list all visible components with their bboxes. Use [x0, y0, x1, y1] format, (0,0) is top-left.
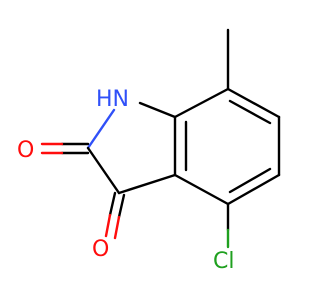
bond-c7-c6	[226, 87, 281, 119]
bond-c7a-n	[138, 101, 177, 119]
bond-c5-c4	[226, 173, 281, 206]
atom-label-cl: Cl	[213, 249, 234, 274]
atom-label-nh: HN	[96, 87, 129, 112]
molecule-structure: HN O O Cl	[17, 28, 281, 274]
bond-c5-c4-inner	[228, 167, 272, 194]
bond-c2-c3	[86, 146, 121, 195]
bond-c7a-c7	[173, 87, 230, 119]
bond-c3-c3a	[117, 173, 177, 195]
bond-c3-o-a-red	[104, 213, 112, 238]
atom-label-o-bottom: O	[92, 237, 109, 262]
bond-c4-c3a	[173, 173, 230, 206]
bond-c3-o-b-red	[113, 215, 121, 240]
bond-c3-o-b	[117, 193, 126, 219]
atom-label-o-left: O	[17, 138, 34, 163]
bond-c6-c6-inner	[228, 99, 272, 125]
bond-n-c2	[86, 108, 116, 150]
bond-c3-o-a	[108, 191, 117, 217]
